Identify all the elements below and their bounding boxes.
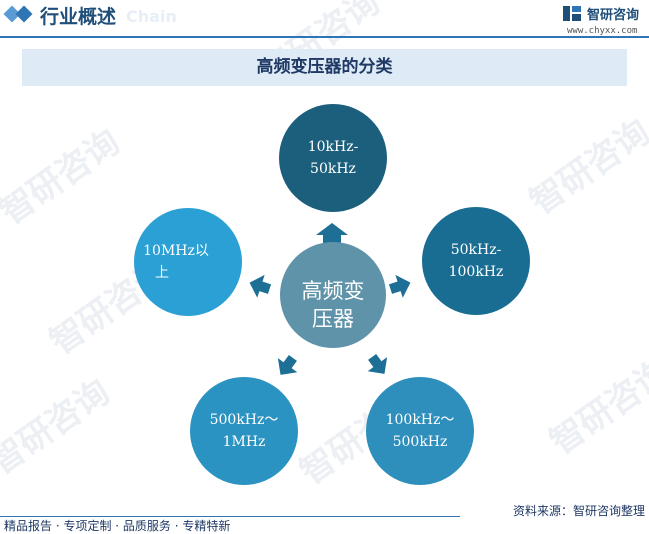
header-ghost-text: Chain	[126, 7, 177, 26]
arrow-up-icon	[316, 223, 348, 244]
node-bottom-left-label: 1MHz	[223, 434, 266, 450]
node-bottom-right-label: 500kHz	[393, 434, 448, 450]
header: 行业概述 Chain 智研咨询 www.chyxx.com	[0, 0, 649, 40]
node-top-label: 50kHz	[310, 161, 356, 177]
arrow-down-left-icon	[277, 354, 298, 375]
brand-name: 智研咨询	[587, 8, 640, 23]
footer-divider	[0, 516, 460, 517]
center-label: 高频变	[302, 279, 365, 303]
brand-url[interactable]: www.chyxx.com	[567, 26, 638, 36]
center-label: 压器	[312, 307, 354, 331]
node-right-label: 50kHz-	[451, 242, 502, 258]
node-top-circle	[279, 104, 387, 212]
brand-logo-icon	[563, 6, 581, 21]
node-bottom-left-circle	[190, 377, 298, 485]
source-note: 资料来源：智研咨询整理	[512, 504, 645, 518]
center-circle	[280, 242, 386, 348]
node-bottom-right-label: 100kHz～	[386, 412, 455, 428]
node-right-circle	[422, 207, 530, 315]
section-title: 行业概述	[40, 6, 117, 28]
arrow-left-icon	[249, 274, 272, 298]
node-bottom-left-label: 500kHz～	[210, 412, 279, 428]
node-top-label: 10kHz-	[308, 139, 359, 155]
arrow-right-icon	[388, 274, 411, 298]
node-left-circle	[134, 208, 242, 316]
diagram-title: 高频变压器的分类	[256, 57, 393, 77]
node-left-label: 上	[155, 265, 169, 281]
footer-slogan: 精品报告 · 专项定制 · 品质服务 · 专精特新	[4, 519, 231, 533]
brand[interactable]: 智研咨询	[562, 4, 639, 23]
title-band	[22, 49, 627, 86]
node-left-label: 10MHz以	[143, 243, 209, 259]
header-divider	[0, 36, 649, 38]
node-right-label: 100kHz	[449, 264, 504, 280]
footer: 精品报告 · 专项定制 · 品质服务 · 专精特新	[0, 516, 649, 533]
arrow-down-right-icon	[367, 353, 388, 374]
node-bottom-right-circle	[366, 377, 474, 485]
